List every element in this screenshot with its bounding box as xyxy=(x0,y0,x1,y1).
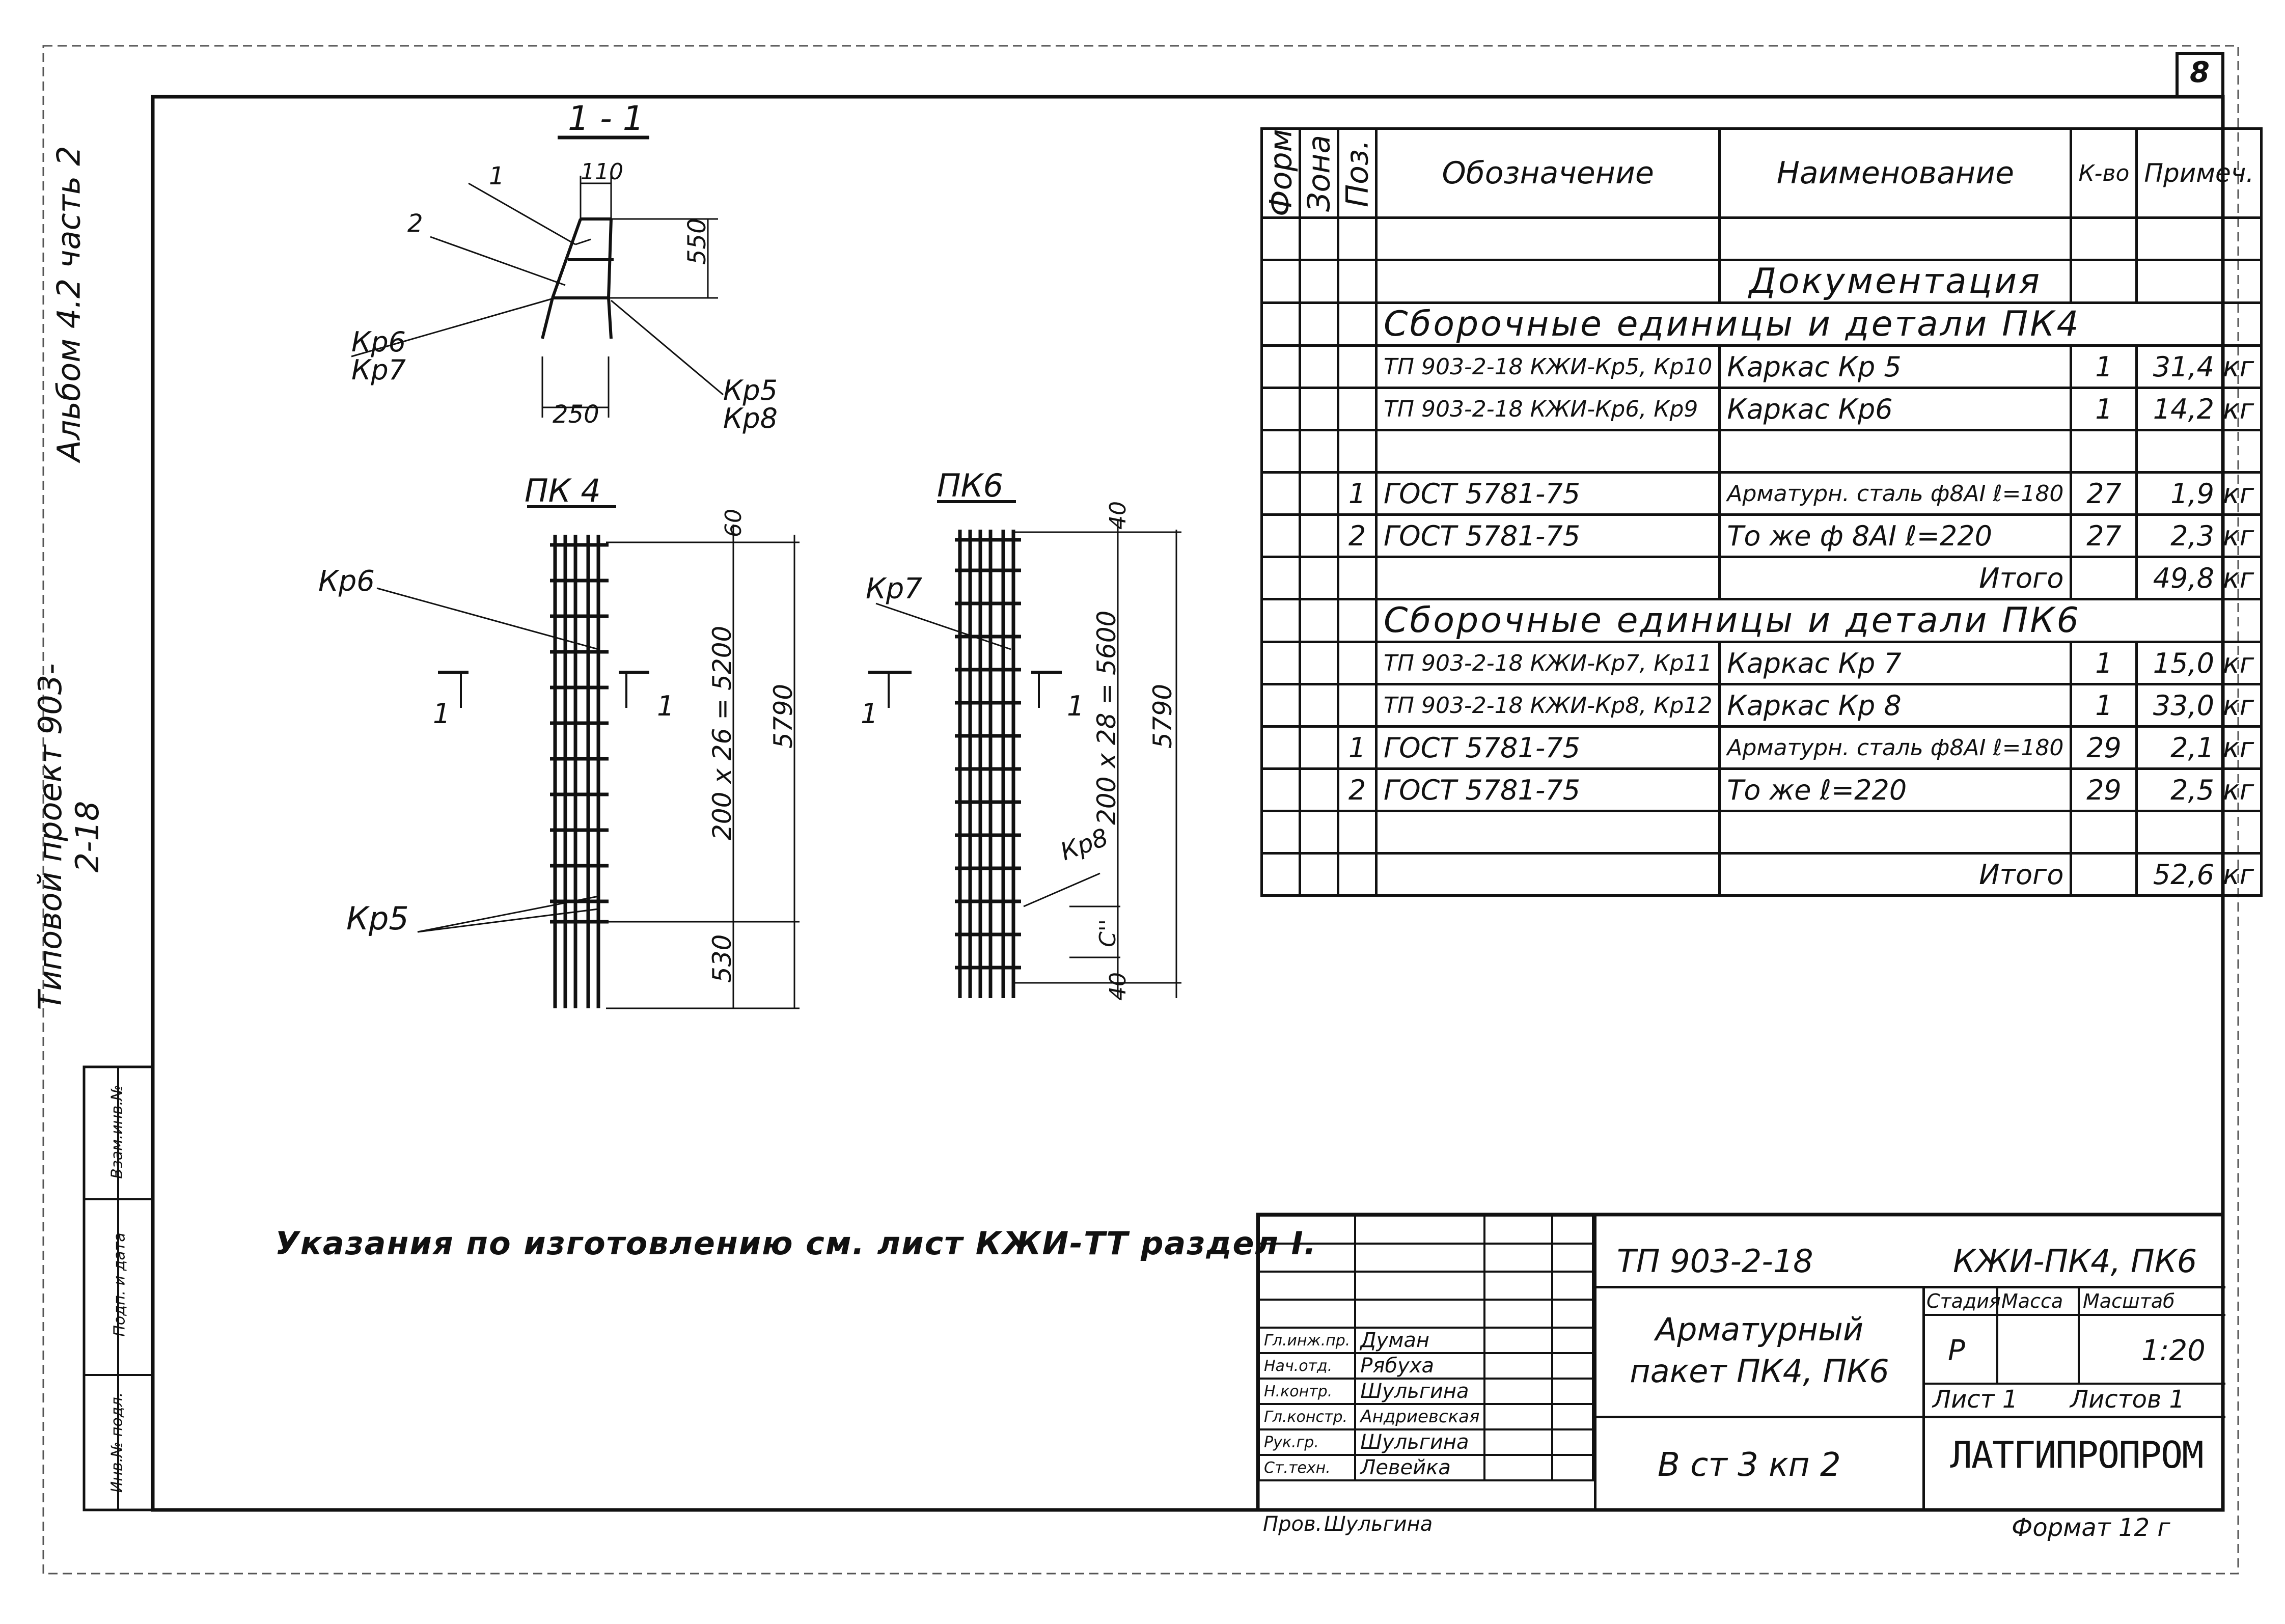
pk6-elevation xyxy=(868,500,1181,998)
title-block-frame xyxy=(1256,1213,2225,1512)
pk4-dim-total: 5790 xyxy=(768,684,798,749)
pk4-cut-right: 1 xyxy=(657,690,674,722)
section-label-kr6: Кр6 xyxy=(351,326,406,358)
spec-header-designation: Обозначение xyxy=(1374,127,1721,219)
table-row-section-pk4: Сборочные единицы и детали ПК4 xyxy=(1260,301,2263,347)
section-label-pos2: 2 xyxy=(407,209,423,238)
material-label: В ст 3 кп 2 xyxy=(1658,1446,1841,1484)
table-row xyxy=(1260,810,2263,855)
signature-image xyxy=(1483,1428,1553,1456)
scale-value: 1:20 xyxy=(2141,1334,2206,1367)
signature-image xyxy=(1483,1454,1553,1481)
pk4-dim-bottom: 530 xyxy=(707,934,737,983)
section-label-kr5: Кр5 xyxy=(723,374,778,406)
pk4-title: ПК 4 xyxy=(525,472,601,509)
pk6-dim-bottom: 40 xyxy=(1105,972,1131,1001)
pk4-elevation xyxy=(376,505,800,1009)
stage-label: Стадия xyxy=(1926,1290,2001,1312)
pk6-label-kr8: Кр8 xyxy=(1057,823,1112,866)
drawing-title: Арматурный пакет ПК4, ПК6 xyxy=(1630,1311,1889,1390)
project-code: ТП 903-2-18 xyxy=(1617,1243,1813,1280)
spec-header-zone: Зона xyxy=(1300,128,1338,218)
table-row: Документация xyxy=(1260,259,2263,304)
spec-header-qty: К-во xyxy=(2070,127,2138,219)
scale-label: Масштаб xyxy=(2083,1290,2175,1312)
section-1-1 xyxy=(351,135,724,418)
mass-label: Масса xyxy=(2001,1290,2063,1312)
pk6-title: ПК6 xyxy=(937,467,1003,504)
pk4-dim-top: 60 xyxy=(721,509,747,537)
format-label: Формат 12 г xyxy=(2012,1513,2170,1542)
signature-image xyxy=(1483,1352,1553,1380)
sheet-label: Лист 1 xyxy=(1933,1385,2018,1414)
signer-row: Н.контр.Шульгина xyxy=(1257,1378,1594,1405)
table-row-section-pk6: Сборочные единицы и детали ПК6 xyxy=(1260,598,2263,643)
title-block-right: ТП 903-2-18 КЖИ-ПК4, ПК6 Арматурный паке… xyxy=(1594,1215,2225,1510)
signer-row: Ст.техн.Левейка xyxy=(1257,1454,1594,1481)
section-dim-bottom: 250 xyxy=(553,400,599,429)
section-label-kr8: Кр8 xyxy=(723,402,778,434)
specification-table: Форм. Зона Поз. Обозначение Наименование… xyxy=(1260,127,2263,897)
pk4-cut-left: 1 xyxy=(433,698,450,730)
pk4-dim-middle: 200 х 26 = 5200 xyxy=(707,626,737,840)
stamp-sign-date: Подп. и дата xyxy=(111,1232,129,1337)
drawing-code: КЖИ-ПК4, ПК6 xyxy=(1953,1243,2197,1280)
section-title: 1 - 1 xyxy=(568,99,644,138)
pk6-dim-mark: С'' xyxy=(1095,919,1121,947)
stamp-original-inv: Инв.№ подл. xyxy=(108,1392,126,1493)
pk4-label-kr6: Кр6 xyxy=(318,565,375,598)
section-label-kr7: Кр7 xyxy=(351,354,406,386)
section-dim-top: 110 xyxy=(581,159,623,185)
organization-name: ЛАТГИПРОПРОМ xyxy=(1950,1434,2204,1476)
sheet-number-box xyxy=(2176,52,2224,98)
signature-image xyxy=(1483,1378,1553,1405)
spec-header-format: Форм. xyxy=(1261,128,1300,218)
sheet-number: 8 xyxy=(2190,56,2210,89)
pk6-cut-right: 1 xyxy=(1067,690,1084,722)
signer-row: Нач.отд.Рябуха xyxy=(1257,1352,1594,1380)
section-label-pos1: 1 xyxy=(489,162,505,190)
table-row xyxy=(1260,216,2263,261)
pk6-dim-top: 40 xyxy=(1105,501,1131,530)
pk6-dim-middle: 200 х 28 = 5600 xyxy=(1092,611,1121,825)
signatures-table: Гл.инж.пр.Думан Нач.отд.Рябуха Н.контр.Ш… xyxy=(1257,1215,1594,1481)
pk6-dim-total: 5790 xyxy=(1148,684,1177,749)
spec-header-row: Форм. Зона Поз. Обозначение Наименование… xyxy=(1261,127,2263,219)
stage-value: Р xyxy=(1948,1334,1965,1367)
pk6-cut-left: 1 xyxy=(861,698,878,730)
pk6-label-kr7: Кр7 xyxy=(866,572,922,605)
signer-row: Рук.гр.Шульгина xyxy=(1257,1428,1594,1456)
pk4-label-kr5: Кр5 xyxy=(346,900,409,937)
signer-row: Гл.констр.Андриевская xyxy=(1257,1403,1594,1430)
album-label: Альбом 4.2 часть 2 xyxy=(50,146,88,462)
project-label: Типовой проект 903-2-18 xyxy=(32,663,106,1010)
manufacturing-note: Указания по изготовлению см. лист КЖИ-ТТ… xyxy=(275,1225,1317,1262)
spec-header-note: Примеч. xyxy=(2135,127,2263,219)
spec-header-name: Наименование xyxy=(1718,127,2073,219)
table-row xyxy=(1260,429,2263,474)
signature-image xyxy=(1483,1327,1553,1354)
signer-row: Гл.инж.пр.Думан xyxy=(1257,1327,1594,1354)
sheets-label: Листов 1 xyxy=(2070,1385,2185,1414)
stamp-replaced-inv: Взам.инв.№ xyxy=(108,1085,126,1179)
signature-image xyxy=(1483,1403,1553,1430)
section-dim-height: 550 xyxy=(683,218,711,265)
spec-header-pos: Поз. xyxy=(1338,128,1376,218)
checked-role: Пров. xyxy=(1263,1512,1323,1536)
checked-name: Шульгина xyxy=(1324,1512,1433,1536)
